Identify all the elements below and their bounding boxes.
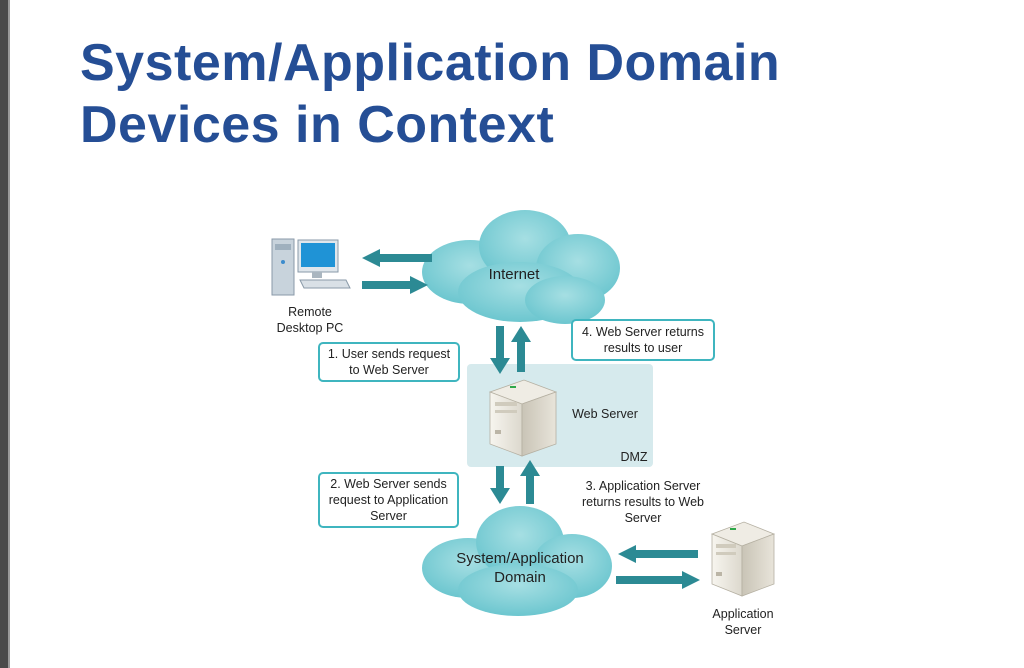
step3-label: 3. Application Server returns results to…	[581, 479, 705, 525]
internet-cloud	[422, 210, 620, 324]
title-line-1: System/Application Domain	[80, 34, 781, 92]
window-edge-shadow	[8, 0, 10, 668]
web-server-icon	[488, 379, 558, 457]
title-line-2: Devices in Context	[80, 96, 555, 154]
domain-cloud	[422, 506, 612, 616]
arrows-internet-webserver	[490, 326, 531, 374]
slide-title: System/Application Domain Devices in Con…	[80, 32, 780, 156]
window-edge	[0, 0, 8, 668]
dmz-label: DMZ	[620, 450, 648, 464]
app-server-label: Application Server	[712, 607, 774, 637]
step4-box: 4. Web Server returns results to user	[571, 319, 715, 361]
application-server-icon	[710, 521, 776, 597]
arrows-domain-appserver	[616, 545, 700, 589]
step1-box: 1. User sends request to Web Server	[318, 342, 460, 382]
step2-box: 2. Web Server sends request to Applicati…	[318, 472, 459, 528]
desktop-pc-icon	[271, 238, 351, 296]
web-server-label: Web Server	[572, 407, 638, 421]
domain-label: System/Application Domain	[456, 550, 584, 586]
arrows-pc-internet	[362, 249, 432, 294]
internet-label: Internet	[488, 266, 540, 283]
remote-pc-label: Remote Desktop PC	[276, 305, 344, 335]
arrows-webserver-domain	[490, 460, 540, 504]
